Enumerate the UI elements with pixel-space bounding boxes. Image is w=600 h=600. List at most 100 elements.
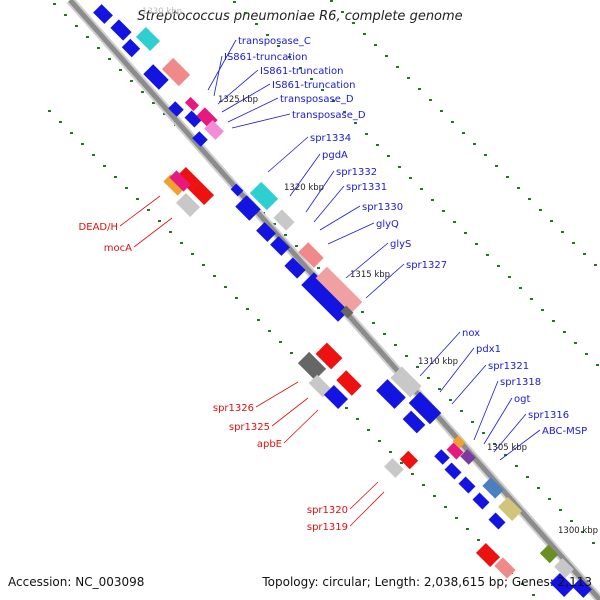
gene-feature[interactable]	[336, 370, 362, 396]
gene-label-minus[interactable]: apbE	[257, 439, 282, 450]
gene-feature[interactable]	[270, 236, 290, 256]
gene-feature[interactable]	[110, 19, 132, 41]
guide-dot	[574, 342, 577, 344]
gene-feature[interactable]	[458, 476, 476, 494]
gene-feature[interactable]	[169, 170, 191, 192]
gene-feature[interactable]	[308, 374, 332, 398]
gene-label-plus[interactable]: spr1332	[336, 167, 377, 178]
gene-feature[interactable]	[482, 477, 504, 499]
leader-line	[483, 397, 513, 445]
gene-label-plus[interactable]: IS861-truncation	[272, 80, 355, 91]
gene-label-plus[interactable]: nox	[462, 328, 480, 339]
gene-feature[interactable]	[301, 272, 351, 322]
gene-feature[interactable]	[315, 342, 343, 370]
gene-label-minus[interactable]: DEAD/H	[79, 222, 118, 233]
gene-feature[interactable]	[204, 120, 224, 140]
gene-feature[interactable]	[175, 192, 201, 218]
gene-feature[interactable]	[192, 131, 208, 147]
gene-feature[interactable]	[572, 578, 592, 598]
gene-label-plus[interactable]: pgdA	[322, 150, 348, 161]
gene-feature[interactable]	[297, 351, 327, 381]
gene-feature[interactable]	[494, 557, 516, 579]
guide-dot	[345, 407, 348, 409]
gene-label-plus[interactable]: ogt	[514, 394, 530, 405]
guide-dot	[213, 275, 216, 277]
gene-feature[interactable]	[399, 450, 419, 470]
gene-feature[interactable]	[184, 96, 200, 112]
gene-feature[interactable]	[249, 181, 279, 211]
gene-label-plus[interactable]: transposase_C	[238, 36, 311, 47]
gene-feature[interactable]	[444, 462, 462, 480]
guide-dot	[433, 495, 436, 497]
gene-label-plus[interactable]: spr1316	[528, 410, 569, 421]
gene-label-minus[interactable]: spr1319	[307, 522, 348, 533]
gene-feature[interactable]	[554, 558, 574, 578]
guide-dot	[266, 34, 269, 36]
guide-dot	[352, 22, 355, 24]
gene-label-plus[interactable]: transposase_D	[292, 110, 366, 121]
gene-feature[interactable]	[143, 64, 169, 90]
guide-dot	[279, 341, 282, 343]
gene-feature[interactable]	[376, 379, 406, 409]
gene-feature[interactable]	[340, 305, 354, 319]
gene-feature[interactable]	[163, 174, 185, 196]
gene-feature[interactable]	[284, 257, 306, 279]
gene-feature[interactable]	[135, 26, 161, 52]
gene-label-plus[interactable]: ABC-MSP	[542, 426, 587, 437]
guide-dot	[70, 132, 73, 134]
gene-feature[interactable]	[273, 209, 295, 231]
gene-feature[interactable]	[161, 57, 191, 87]
gene-feature[interactable]	[497, 496, 523, 522]
gene-label-plus[interactable]: spr1318	[500, 377, 541, 388]
gene-label-plus[interactable]: transposase_D	[280, 94, 354, 105]
gene-feature[interactable]	[446, 442, 464, 460]
gene-feature[interactable]	[452, 435, 466, 449]
gene-label-plus[interactable]: IS861-truncation	[224, 52, 307, 63]
guide-dot	[422, 484, 425, 486]
gene-label-plus[interactable]: spr1334	[310, 133, 351, 144]
gene-feature[interactable]	[384, 458, 404, 478]
gene-label-plus[interactable]: spr1331	[346, 182, 387, 193]
gene-feature[interactable]	[434, 449, 450, 465]
gene-feature[interactable]	[460, 449, 476, 465]
gene-feature[interactable]	[175, 166, 201, 192]
guide-dot	[354, 122, 357, 124]
gene-label-plus[interactable]: spr1321	[488, 361, 529, 372]
gene-label-plus[interactable]: spr1330	[362, 202, 403, 213]
gene-feature[interactable]	[539, 544, 559, 564]
gene-label-minus[interactable]: spr1325	[229, 422, 270, 433]
gene-feature[interactable]	[256, 222, 276, 242]
gene-feature[interactable]	[475, 542, 501, 568]
gene-feature[interactable]	[472, 492, 490, 510]
gene-label-plus[interactable]: IS861-truncation	[260, 66, 343, 77]
gene-label-minus[interactable]: mocA	[104, 243, 132, 254]
gene-feature[interactable]	[230, 183, 244, 197]
gene-label-plus[interactable]: spr1327	[406, 260, 447, 271]
guide-dot	[387, 155, 390, 157]
gene-feature[interactable]	[390, 366, 422, 398]
gene-feature[interactable]	[189, 180, 215, 206]
gene-feature[interactable]	[121, 38, 141, 58]
guide-dot	[356, 418, 359, 420]
leader-line	[213, 55, 223, 97]
gene-label-minus[interactable]: spr1326	[213, 403, 254, 414]
gene-feature[interactable]	[93, 4, 113, 24]
gene-feature[interactable]	[323, 384, 349, 410]
gene-feature[interactable]	[549, 572, 575, 598]
gene-feature[interactable]	[402, 410, 426, 434]
guide-dot	[460, 410, 463, 412]
gene-label-plus[interactable]: glyS	[390, 239, 411, 250]
guide-dot	[438, 388, 441, 390]
gene-label-plus[interactable]: glyQ	[376, 219, 399, 230]
gene-feature[interactable]	[168, 101, 184, 117]
gene-feature[interactable]	[235, 195, 261, 221]
gene-feature[interactable]	[408, 391, 442, 425]
gene-feature[interactable]	[184, 110, 202, 128]
gene-label-minus[interactable]: spr1320	[307, 505, 348, 516]
gene-feature[interactable]	[488, 512, 506, 530]
guide-dot	[486, 254, 489, 256]
gene-feature[interactable]	[298, 242, 324, 268]
gene-feature[interactable]	[315, 266, 363, 314]
gene-label-plus[interactable]: pdx1	[476, 344, 501, 355]
